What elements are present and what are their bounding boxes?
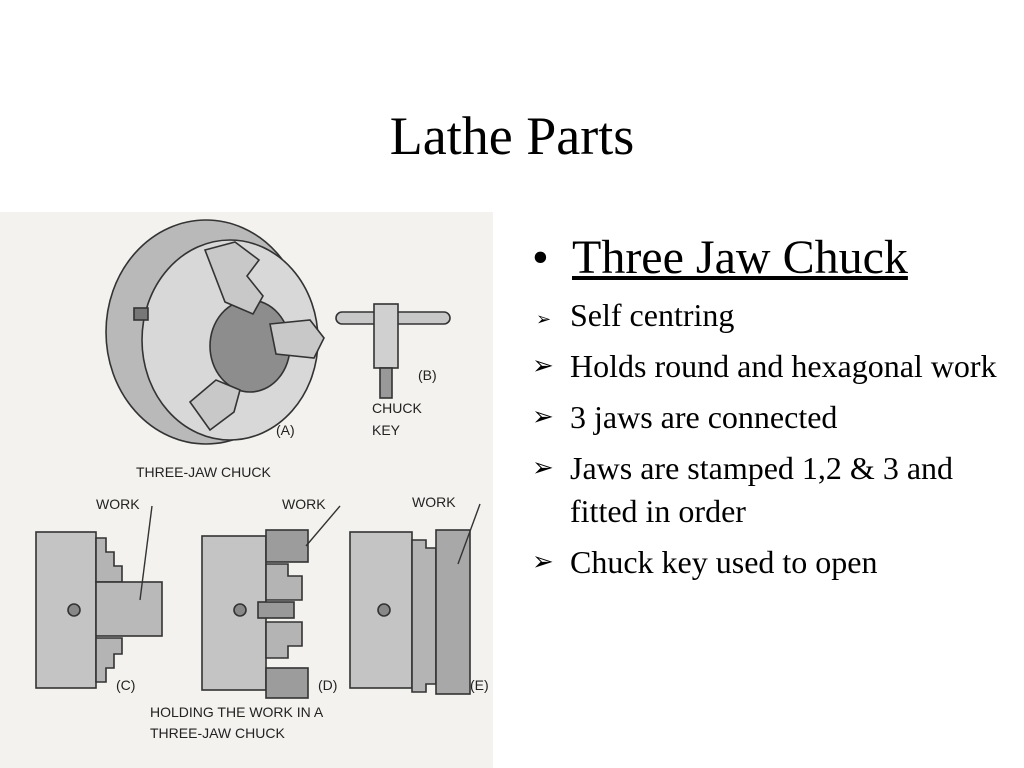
slide-title: Lathe Parts: [389, 106, 635, 166]
label-d: (D): [318, 677, 337, 693]
label-work-c: WORK: [96, 496, 140, 512]
bullet-item-text: Jaws are stamped 1,2 & 3 and fitted in o…: [570, 450, 954, 529]
label-a: (A): [276, 422, 295, 438]
label-work-e: WORK: [412, 494, 456, 510]
arrow-bullet-icon: ➢: [532, 453, 554, 483]
label-chuck: CHUCK: [372, 400, 422, 416]
arrow-bullet-icon: ➢: [532, 402, 554, 432]
bullet-item-text: Self centring: [570, 297, 735, 333]
arrow-bullet-icon: ➢: [536, 309, 552, 330]
label-b: (B): [418, 367, 437, 383]
caption-line-2: THREE-JAW CHUCK: [150, 725, 285, 741]
bullet-item-text: 3 jaws are connected: [570, 399, 838, 435]
chuck-key-drawing: [335, 303, 451, 399]
label-c: (C): [116, 677, 135, 693]
arrow-bullet-icon: ➢: [532, 351, 554, 381]
bullet-item: ➢ Holds round and hexagonal work: [528, 345, 1008, 388]
label-work-d: WORK: [282, 496, 326, 512]
bullet-item-text: Chuck key used to open: [570, 544, 878, 580]
chuck-d-drawing: [201, 529, 309, 699]
bullet-item: ➢ Jaws are stamped 1,2 & 3 and fitted in…: [528, 447, 1008, 533]
bullet-main-text: Three Jaw Chuck: [572, 231, 908, 284]
bullet-list: • Three Jaw Chuck ➢ Self centring ➢ Hold…: [528, 228, 1008, 592]
caption-line-1: HOLDING THE WORK IN A: [150, 704, 324, 720]
chuck-e-drawing: [349, 529, 471, 695]
chuck-drawing: [105, 219, 325, 445]
bullet-item-text: Holds round and hexagonal work: [570, 348, 997, 384]
bullet-main: • Three Jaw Chuck: [528, 228, 1008, 288]
three-jaw-chuck-illustration: (B) CHUCK KEY (A) THREE-JAW CHUCK WORK (…: [0, 212, 493, 768]
label-three-jaw-chuck: THREE-JAW CHUCK: [136, 464, 271, 480]
label-e: (E): [470, 677, 489, 693]
bullet-marker: •: [532, 231, 549, 284]
bullet-item: ➢ 3 jaws are connected: [528, 396, 1008, 439]
bullet-item: ➢ Chuck key used to open: [528, 541, 1008, 584]
label-key: KEY: [372, 422, 401, 438]
arrow-bullet-icon: ➢: [532, 547, 554, 577]
bullet-item: ➢ Self centring: [528, 294, 1008, 337]
chuck-c-drawing: [35, 531, 163, 689]
